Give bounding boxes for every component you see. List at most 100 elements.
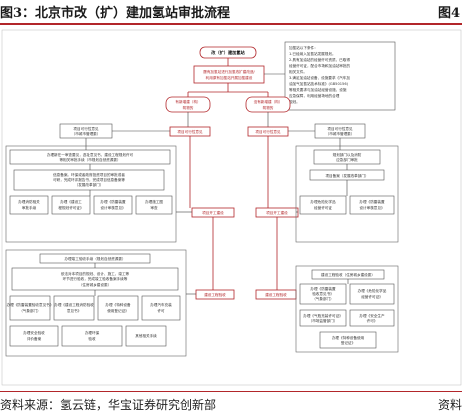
figure-footer: 资料来源：氢云链，华宝证券研究创新部 资料	[0, 396, 462, 416]
intro-node	[193, 65, 265, 84]
right-item-2	[349, 195, 395, 215]
note-line-6: 3.满足加油站设备、设施要求《汽车加	[289, 75, 350, 80]
acceptance-item-5	[9, 325, 59, 347]
right-acc-item-4	[349, 309, 395, 327]
acceptance-item-6-l1: 办理环保	[85, 330, 100, 335]
left-sub-step	[13, 169, 165, 191]
note-line-8: 等相关要求与加油站经营设施，设施	[289, 87, 347, 92]
right-sub-label: 项目备案（发展改革部门）	[325, 173, 368, 178]
acceptance-item-3-l1: 办理《特种设备	[105, 302, 131, 307]
left-item-1-l2: 审批手续	[22, 205, 37, 210]
left-process-group	[5, 145, 177, 243]
intro-line-2: 利用原有加氢站开展加氢建设	[206, 75, 253, 80]
acceptance-item-2-l2: 意见书》	[67, 308, 81, 313]
feasibility-left-dept: （市城市管理委）	[72, 131, 101, 136]
right-acc-item-3-l1: 办理《气瓶充装许可证》	[303, 313, 343, 318]
left-item-3-l1: 办理《防雷装置	[100, 199, 126, 204]
note-line-5: 相关文件。	[289, 69, 307, 74]
left-sub-line-2: 可研，完成环评报告书，完成项目信息备案等	[53, 177, 125, 182]
branch-right-line-1: 没有新增建（构）	[254, 99, 283, 104]
acceptance-item-2	[53, 295, 95, 321]
right-acc-item-3-l2: （市场监管部门）	[309, 318, 338, 323]
note-line-2: 1.已经纳入加氢站发展规划。	[289, 51, 336, 56]
diagram-frame	[1, 29, 462, 386]
acceptance-item-7	[125, 325, 167, 347]
left-item-2-l1: 办理《建设工	[60, 199, 82, 204]
left-item-2-l2: 程规划许可证》	[58, 205, 83, 210]
acceptance-item-2-l1: 办理《建设工程消防验收	[54, 302, 94, 307]
project-acceptance-right-label: 建设工程验收	[265, 292, 287, 297]
acceptance-main-l2: 环节进行验收，完成竣工验收备案手续等	[63, 276, 128, 281]
acceptance-item-4-l1: 办理汽车充装	[150, 302, 172, 307]
project-acceptance-center	[195, 289, 235, 300]
right-acc-item-5	[319, 331, 377, 349]
acceptance-item-4	[141, 295, 181, 321]
acceptance-item-1-l1: 办理《防雷装置验收意见书》	[7, 302, 54, 307]
left-item-3-l2: 设计审核意见》	[100, 205, 125, 210]
acceptance-item-6	[61, 325, 123, 347]
acceptance-group	[5, 249, 187, 357]
acceptance-item-5-l1: 办理安全验收	[23, 330, 45, 335]
figure-header: 图3：北京市改（扩）建加氢站审批流程 图4	[0, 0, 462, 24]
right-item-2-l2: 设计审核意见》	[359, 205, 384, 210]
right-acceptance-header-label: 建设工程验收（住房城乡建设委）	[321, 272, 375, 277]
construction-right-label: 项目开工建设	[266, 210, 288, 215]
right-acc-item-5-l1: 办理《特种设备使用	[332, 335, 365, 340]
intro-line-1: 履有加氢站进行加氢改扩建改造/	[203, 69, 255, 74]
right-acc-item-2	[349, 283, 395, 305]
left-item-3	[93, 195, 133, 215]
right-acc-item-2-l1: 办理《危险化学品	[358, 288, 387, 293]
right-item-1-l1: 办理危险化学品	[310, 199, 336, 204]
left-sub-line-3: （发展改革部门）	[75, 182, 104, 187]
right-acc-item-3	[299, 309, 347, 327]
note-line-9: 应急保障，利用经营场地的合理	[289, 93, 340, 98]
feasibility-right-label: 项目可行性意见	[255, 129, 281, 134]
header-rule	[0, 23, 462, 25]
right-process-group	[295, 145, 399, 243]
feasibility-far-label: 项目可行性意见	[327, 126, 353, 131]
feasibility-left-label: 项目可行性意见	[73, 126, 99, 131]
approval-flowchart: 改（扩）建加氢站 履有加氢站进行加氢改扩建改造/ 利用原有加氢站开展加氢建设 加…	[1, 29, 462, 386]
right-acc-item-1-l2: 验收意见书》	[312, 291, 334, 296]
acceptance-item-6-l2: 验收	[88, 336, 96, 341]
start-label: 改（扩）建加氢站	[211, 49, 245, 56]
acceptance-item-4-l2: 许可	[157, 308, 165, 313]
figure-title: 图3：北京市改（扩）建加氢站审批流程	[0, 6, 231, 21]
left-item-2	[51, 195, 91, 215]
left-main-line-2: 等相关审批手续（市规划自然资源委）	[59, 157, 120, 162]
left-item-4	[135, 195, 173, 215]
right-acc-item-1-l3: （气象部门）	[312, 296, 334, 301]
right-acc-item-1	[299, 283, 347, 305]
feasibility-center-label: 项目可行性意见	[177, 129, 203, 134]
next-source-label: 资料	[437, 398, 462, 412]
right-acc-item-5-l2: 登记证》	[341, 340, 355, 345]
acceptance-header-label: 办理竣工验收手续（规划自然资源委）	[64, 256, 125, 261]
acceptance-item-7-l1: 其他相关手续	[135, 333, 157, 338]
footer-rule	[0, 391, 462, 392]
branch-right-line-2: 筑物的	[263, 105, 274, 110]
right-acc-item-2-l2: 经营许可证》	[361, 294, 383, 299]
left-item-4-l2: 审查	[150, 205, 158, 210]
acceptance-main-l3: （住房城乡建设委）	[79, 282, 111, 287]
acceptance-item-1	[9, 295, 51, 321]
right-item-1	[299, 195, 347, 215]
left-item-1-l1: 办理消防相关	[18, 199, 40, 204]
left-item-1	[9, 195, 49, 215]
acceptance-item-3	[97, 295, 139, 321]
acceptance-item-5-l2: 评价备案	[27, 336, 42, 341]
note-line-10: 规划。	[289, 99, 300, 104]
acceptance-item-1-l2: （气象部门）	[19, 308, 41, 313]
left-sub-line-1: 信息备案。环保或者政府投资项目的审批或者	[53, 172, 125, 177]
note-line-7: 油加气加氢站技术标准》(GB50156)	[289, 81, 349, 86]
left-item-4-l1: 办理施工图	[145, 199, 163, 204]
right-item-1-l2: 经营许可证	[314, 205, 332, 210]
right-item-2-l1: 办理《防雷装置	[359, 199, 385, 204]
next-figure-label: 图4	[437, 6, 460, 21]
note-line-3: 2.具有加油站的经营许可资质，已取得	[289, 57, 350, 62]
note-line-1: 加氢站以下条件：	[289, 45, 318, 50]
project-acceptance-center-label: 建设工程验收	[204, 292, 226, 297]
source-note: 资料来源：氢云链，华宝证券研究创新部	[0, 398, 217, 412]
right-acc-item-4-l2: 许可》	[367, 318, 378, 323]
right-side-line-1: 规划部门以及消防	[333, 152, 362, 157]
right-side-line-2: 应急部门审批	[336, 157, 358, 162]
